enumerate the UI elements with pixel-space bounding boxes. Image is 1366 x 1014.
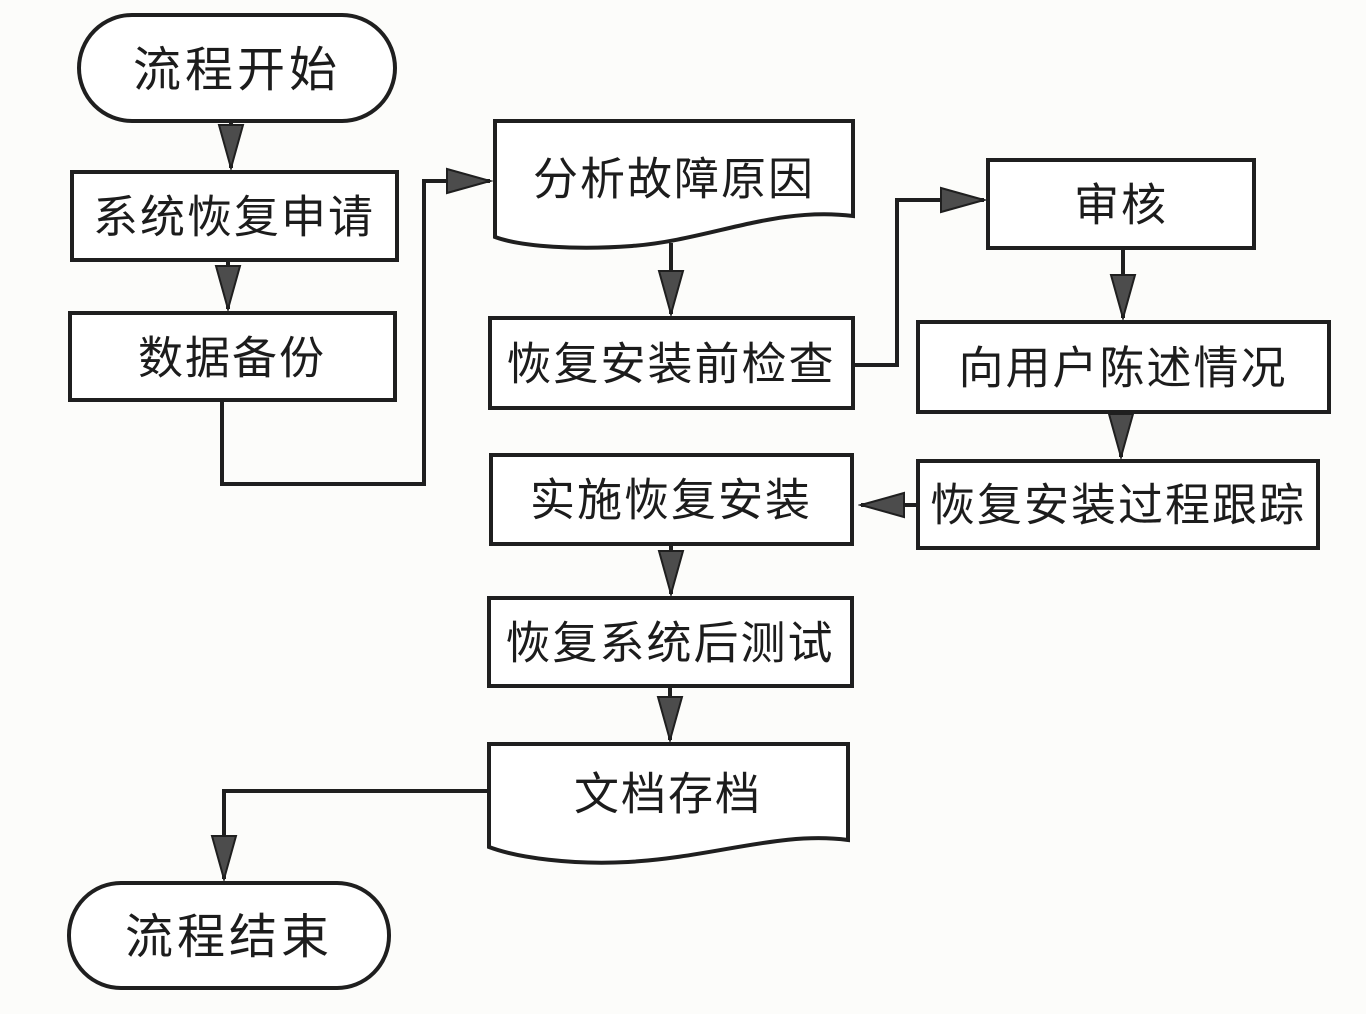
node-system-recovery-request: 系统恢复申请 bbox=[70, 170, 399, 262]
node-label: 恢复安装过程跟踪 bbox=[930, 479, 1306, 532]
connectors bbox=[222, 122, 1123, 879]
connector-precheck-to-review bbox=[853, 200, 984, 367]
node-label: 审核 bbox=[1074, 179, 1168, 232]
node-label: 文档存档 bbox=[574, 768, 762, 821]
node-pre-install-check: 恢复安装前检查 bbox=[488, 316, 855, 410]
terminator-shape bbox=[77, 13, 397, 123]
process-shape bbox=[68, 311, 397, 402]
document-shape bbox=[493, 119, 855, 250]
process-shape bbox=[916, 320, 1331, 414]
node-label: 流程结束 bbox=[125, 909, 333, 965]
node-label: 向用户陈述情况 bbox=[958, 342, 1287, 395]
node-analyze-fault-cause: 分析故障原因 bbox=[493, 119, 855, 250]
node-process-end: 流程结束 bbox=[67, 881, 391, 990]
connector-archive-to-end bbox=[224, 789, 489, 879]
nodes: 流程开始 系统恢复申请 数据备份 分析故障原因 恢复安装前检查 审核 bbox=[67, 13, 1331, 990]
node-review: 审核 bbox=[986, 158, 1256, 250]
node-label: 分析故障原因 bbox=[533, 153, 815, 206]
process-shape bbox=[986, 158, 1256, 250]
node-label: 恢复系统后测试 bbox=[505, 617, 834, 670]
node-post-recovery-test: 恢复系统后测试 bbox=[487, 596, 854, 688]
node-install-process-tracking: 恢复安装过程跟踪 bbox=[916, 459, 1320, 550]
node-inform-user: 向用户陈述情况 bbox=[916, 320, 1331, 414]
node-implement-recovery-install: 实施恢复安装 bbox=[489, 453, 854, 546]
node-label: 恢复安装前检查 bbox=[506, 338, 835, 391]
connector-backup-to-analyze bbox=[220, 181, 490, 486]
node-label: 系统恢复申请 bbox=[93, 191, 375, 244]
terminator-shape bbox=[67, 881, 391, 990]
process-shape bbox=[489, 453, 854, 546]
node-label: 实施恢复安装 bbox=[530, 474, 812, 527]
node-document-archive: 文档存档 bbox=[487, 742, 850, 865]
process-shape bbox=[916, 459, 1320, 550]
node-label: 数据备份 bbox=[138, 332, 326, 385]
process-shape bbox=[487, 596, 854, 688]
node-label: 流程开始 bbox=[133, 42, 341, 98]
process-shape bbox=[488, 316, 855, 410]
node-data-backup: 数据备份 bbox=[68, 311, 397, 402]
document-shape bbox=[487, 742, 850, 865]
node-process-start: 流程开始 bbox=[77, 13, 397, 123]
process-shape bbox=[70, 170, 399, 262]
